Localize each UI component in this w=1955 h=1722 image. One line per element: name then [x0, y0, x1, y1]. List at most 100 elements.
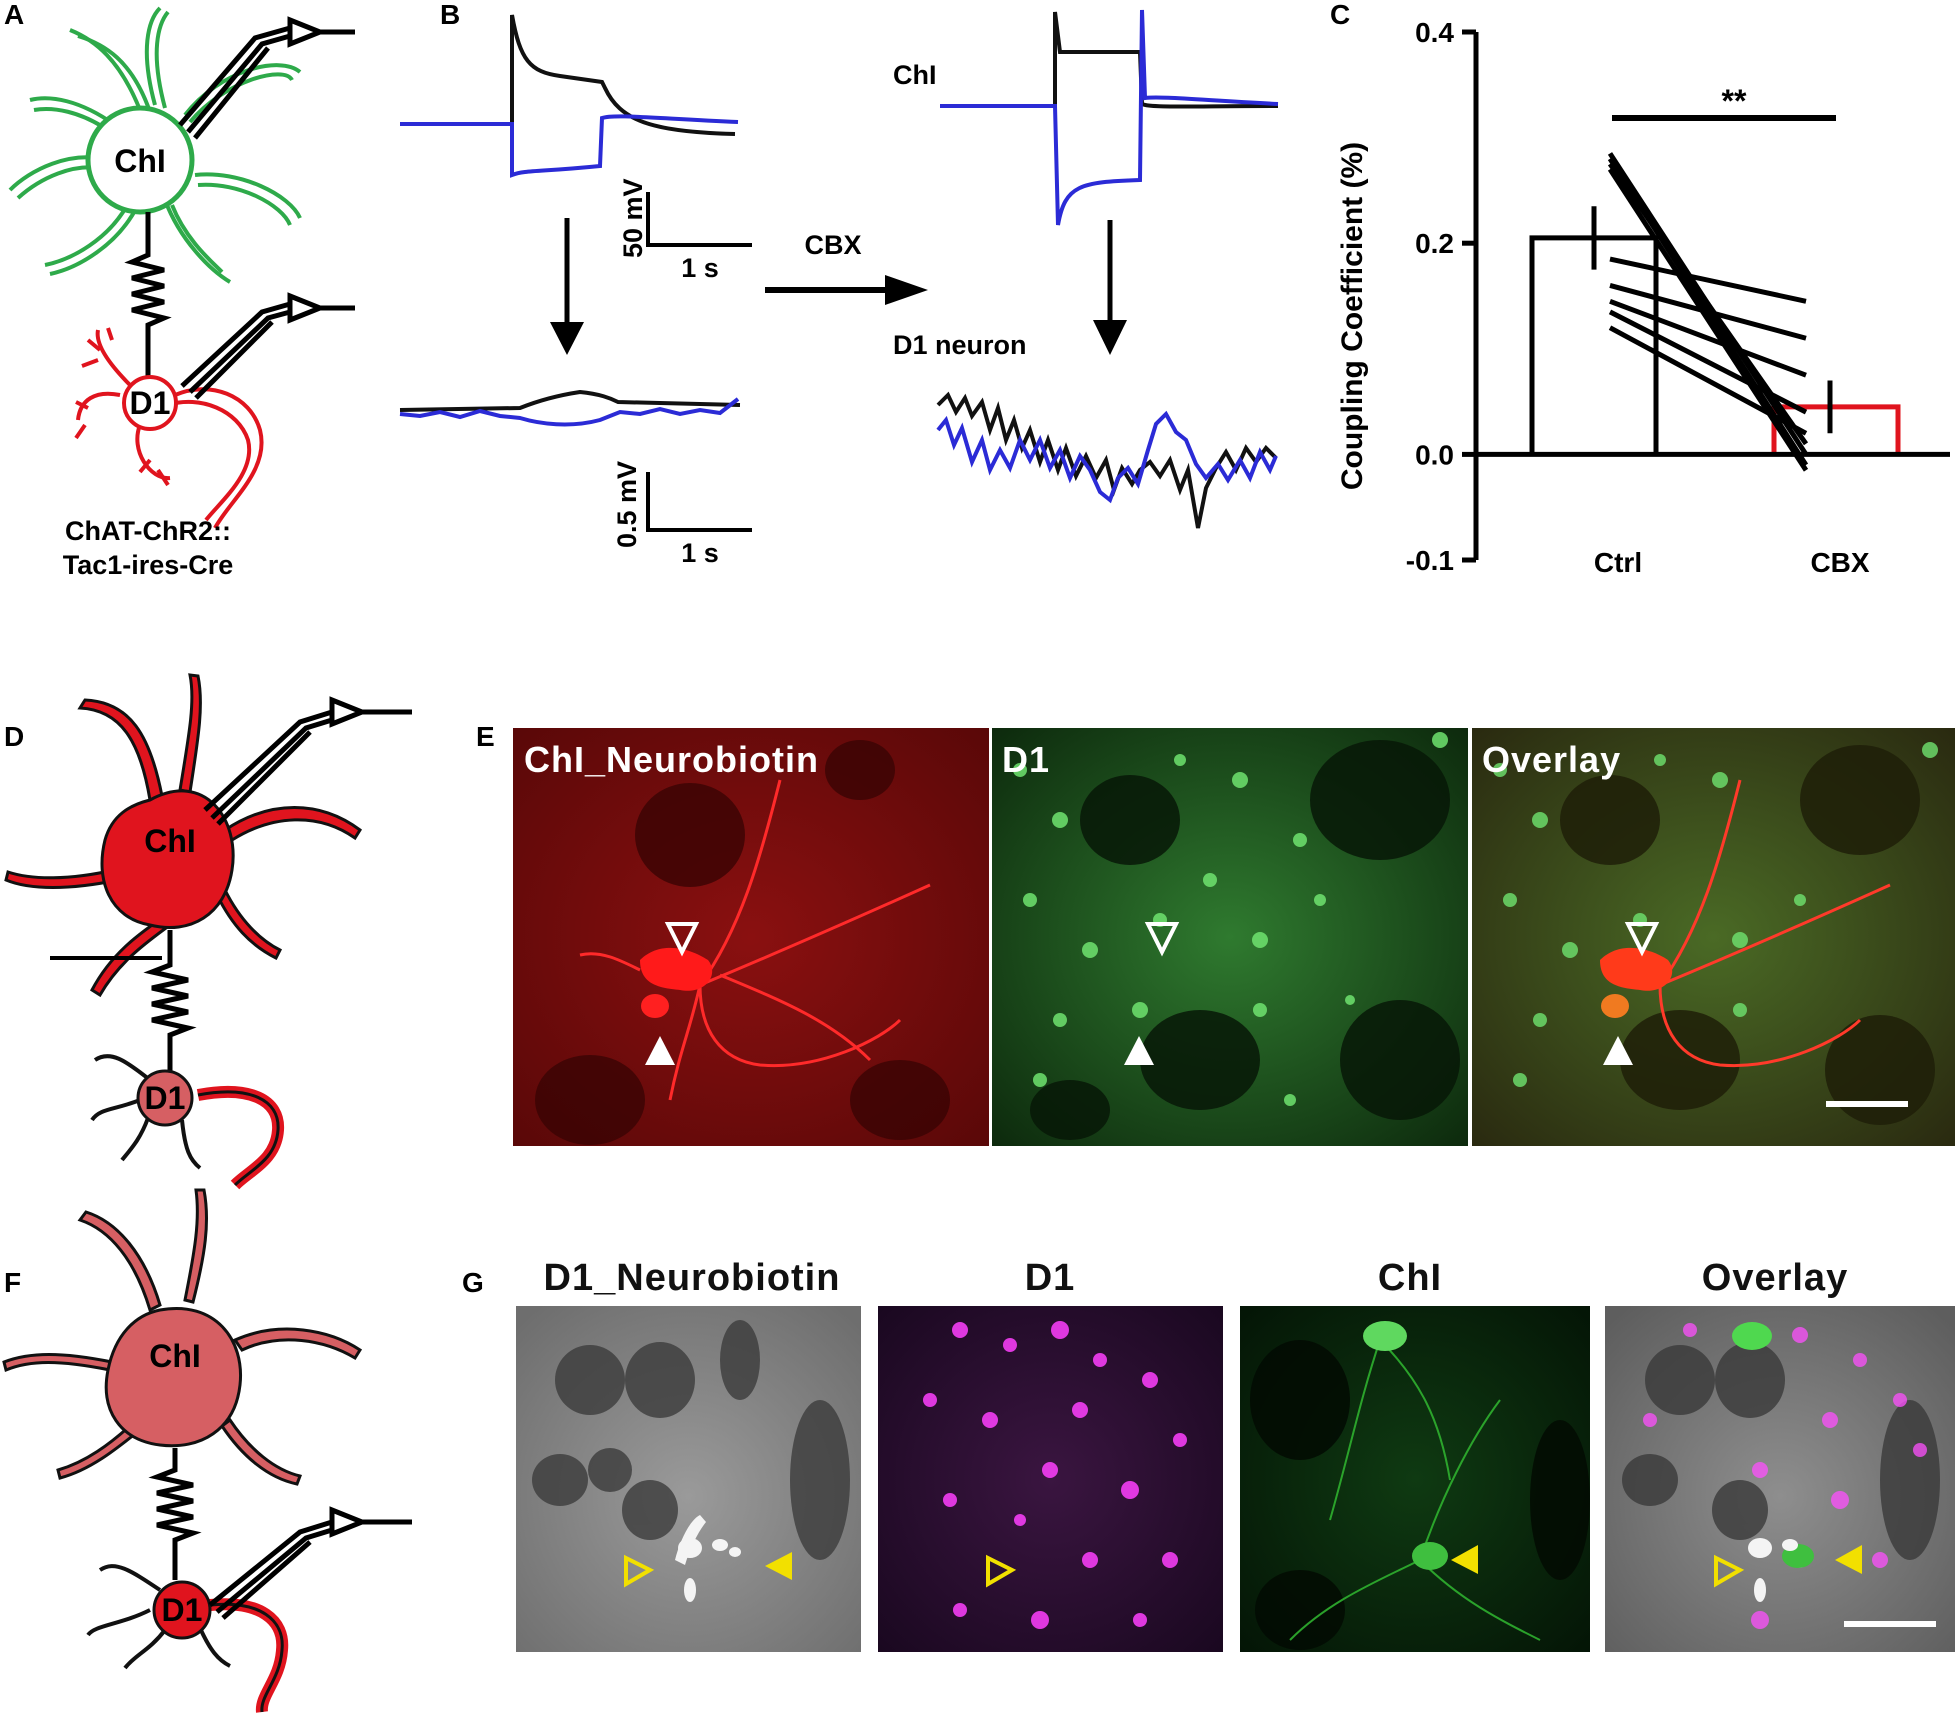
g-title-1: D1_Neurobiotin: [544, 1257, 841, 1299]
x-tick-label-cbx: CBX: [1810, 547, 1869, 578]
paired-line: [1608, 325, 1808, 436]
panel-label-e: E: [476, 721, 495, 752]
g-title-4: Overlay: [1702, 1257, 1848, 1299]
d1-trace-label-post: D1 neuron: [893, 330, 1027, 360]
chi-dendrites-d: [4, 673, 363, 998]
e2-cells: [1013, 732, 1448, 1106]
chi-soma-a: [85, 105, 195, 215]
g4-chi-soma-top: [1732, 1322, 1772, 1350]
paired-line: [1607, 167, 1809, 472]
g4-filled-cell: [1748, 1538, 1798, 1602]
g2-open-arrowhead: [986, 1554, 1017, 1588]
d1-label-f: D1: [162, 1592, 203, 1628]
e3-filled-arrowhead: [1603, 1036, 1633, 1065]
g1-filled-arrowhead: [765, 1552, 792, 1580]
coupling-chart: Coupling Coefficient (%) -0.10.00.20.4 C…: [1336, 17, 1950, 578]
chi-trace-label-post: ChI: [893, 60, 937, 90]
chi-label-d: ChI: [144, 823, 196, 859]
e1-filled-arrowhead: [645, 1036, 675, 1065]
e3-cells: [1493, 742, 1938, 1087]
panel-f-schematic: ChI D1: [2, 1188, 412, 1713]
panel-g-micrographs: D1_Neurobiotin D1 ChI Overlay: [516, 1257, 1955, 1652]
gap-junction-spring-a: [124, 212, 172, 378]
genotype-line1: ChAT-ChR2::: [65, 516, 231, 546]
g1-filled-cell: [675, 1515, 741, 1602]
gap-junction-spring-d: [143, 930, 197, 1078]
e1-dendrites: [579, 779, 931, 1101]
significance-marker: **: [1722, 83, 1747, 119]
d1-soma-d: [136, 1069, 194, 1127]
scale-top-time: 1 s: [681, 253, 719, 283]
y-tick-label: 0.4: [1415, 17, 1454, 48]
d1-trace-blue-pre: [399, 397, 740, 427]
e2-filled-arrowhead: [1124, 1036, 1154, 1065]
d1-label-d: D1: [145, 1080, 186, 1116]
e1-chi-soma: [640, 947, 713, 991]
panel-label-a: A: [4, 0, 24, 30]
g4-dark-regions: [1622, 1342, 1940, 1560]
g-title-2: D1: [1025, 1257, 1076, 1299]
chart-y-axis-title: Coupling Coefficient (%): [1336, 142, 1369, 490]
electrodes-a: [178, 16, 355, 400]
e2-open-arrowhead: [1144, 922, 1180, 957]
micrograph-g-d1: [878, 1306, 1223, 1652]
e3-open-arrowhead: [1624, 922, 1660, 957]
d1-trace-blue-post: [936, 410, 1278, 504]
arrow-pre-head: [550, 322, 584, 355]
g3-processes: [1289, 1339, 1541, 1641]
x-tick-label-ctrl: Ctrl: [1594, 547, 1642, 578]
paired-line: [1609, 283, 1807, 341]
panel-label-b: B: [440, 0, 460, 30]
paired-line: [1609, 298, 1807, 378]
d1-dendrites-f: [86, 1564, 289, 1713]
panel-b-traces: 50 mV 1 s 0.5 mV 1 s CBX ChI D1 neuron: [399, 9, 1279, 568]
chi-trace-black-pre: [400, 14, 736, 136]
g3-dark-regions: [1250, 1340, 1590, 1650]
cbx-arrow-head: [885, 275, 928, 305]
d1-soma-a: [122, 375, 178, 431]
bar-cbx: [1771, 404, 1901, 455]
chart-paired-lines: [1607, 152, 1809, 472]
d1-label-a: D1: [130, 385, 171, 421]
chi-trace-blue-post: [940, 9, 1279, 226]
chi-trace-black-post: [940, 11, 1279, 109]
paired-line: [1608, 309, 1808, 415]
e3-dark-regions: [1560, 745, 1935, 1125]
chi-soma-f: [104, 1307, 243, 1448]
bar-ctrl: [1529, 235, 1659, 455]
g4-magenta-cells: [1643, 1323, 1927, 1629]
panel-a-schematic: ChI D1 ChAT-ChR2:: Tac1-ires-Cre: [8, 6, 355, 580]
chi-dendrites-f: [2, 1188, 363, 1486]
scale-bottom-voltage: 0.5 mV: [612, 461, 642, 548]
e1-coupled-soma: [641, 994, 669, 1018]
scale-bar-top: [646, 192, 752, 247]
gap-junction-spring-f: [148, 1448, 202, 1580]
y-tick-label: 0.2: [1415, 228, 1454, 259]
panel-label-g: G: [462, 1267, 484, 1298]
electrode-f: [208, 1506, 412, 1620]
e-title-1: ChI_Neurobiotin: [524, 739, 819, 780]
chi-soma-d: [100, 789, 235, 930]
d1-soma-f: [152, 1580, 212, 1640]
chart-x-tick-labels: Ctrl CBX: [1594, 547, 1870, 578]
g-title-3: ChI: [1378, 1257, 1442, 1299]
e1-dark-regions: [535, 740, 950, 1145]
e3-coupled-soma: [1601, 994, 1629, 1018]
e3-chi-soma: [1600, 947, 1673, 991]
drug-label-cbx: CBX: [804, 230, 861, 260]
y-tick-label: 0.0: [1415, 439, 1454, 470]
e3-dendrites: [1658, 779, 1891, 1068]
g3-chi-soma-top: [1363, 1321, 1407, 1351]
paired-line: [1607, 162, 1809, 446]
electrode-d: [203, 696, 412, 826]
g1-open-arrowhead: [624, 1554, 655, 1588]
scale-bar-bottom: [646, 472, 752, 532]
arrow-post-head: [1093, 320, 1127, 355]
panel-label-f: F: [4, 1267, 21, 1298]
chart-y-ticks: -0.10.00.20.4: [1406, 17, 1476, 576]
panel-label-c: C: [1330, 0, 1350, 30]
g3-filled-arrowhead: [1451, 1545, 1478, 1574]
paired-line: [1609, 256, 1807, 304]
panel-d-schematic: ChI D1: [4, 673, 412, 1190]
